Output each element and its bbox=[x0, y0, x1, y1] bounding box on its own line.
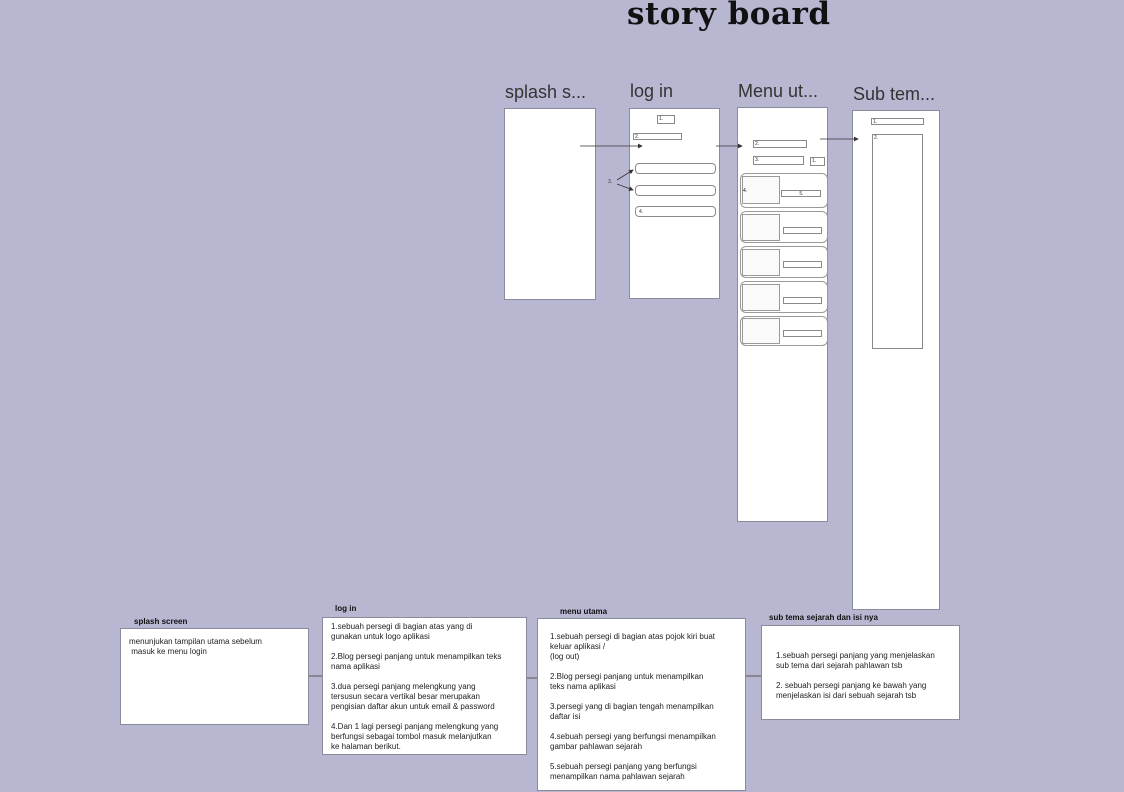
menu-item-1-number: 1. bbox=[812, 158, 817, 164]
subtema-frame[interactable]: 1. 2. bbox=[852, 110, 940, 610]
hero-name-box bbox=[783, 261, 822, 268]
menu-appname-box: 2. bbox=[753, 140, 807, 148]
hero-card: 4. 5. bbox=[740, 173, 828, 208]
hero-image-box bbox=[742, 284, 780, 311]
subtema-content-box: 2. bbox=[872, 134, 923, 349]
note-login-item: 2.Blog persegi panjang untuk menampilkan… bbox=[331, 652, 502, 671]
frame-label-subtema: Sub tem... bbox=[853, 84, 936, 104]
note-menu-item: 3.persegi yang di bagian tengah menampil… bbox=[550, 702, 714, 721]
note-title-subtema: sub tema sejarah dan isi nya bbox=[769, 613, 878, 622]
note-title-splash: splash screen bbox=[134, 617, 188, 626]
pointer-email-field bbox=[616, 169, 634, 181]
note-login-item: 3.dua persegi panjang melengkung yang te… bbox=[331, 682, 495, 711]
frame-label-login: log in bbox=[630, 81, 674, 101]
note-login-item: 1.sebuah persegi di bagian atas yang di … bbox=[331, 622, 473, 641]
note-subtema: 1.sebuah persegi panjang yang menjelaska… bbox=[761, 625, 960, 720]
pointer-password-field bbox=[616, 183, 634, 191]
hero-name-box bbox=[783, 227, 822, 234]
hero-image-box: 4. bbox=[742, 176, 780, 204]
menu-logout-box: 1. bbox=[810, 157, 825, 166]
hero-image-box bbox=[742, 214, 780, 241]
subtema-item-2-number: 2. bbox=[874, 135, 879, 141]
hero-image-box bbox=[742, 318, 780, 344]
note-splash-text: menunjukan tampilan utama sebelum masuk … bbox=[129, 637, 262, 656]
menu-item-2-number: 2. bbox=[755, 141, 760, 147]
subtema-title-box: 1. bbox=[871, 118, 924, 125]
note-splash: menunjukan tampilan utama sebelum masuk … bbox=[120, 628, 309, 725]
menu-item-3-number: 3. bbox=[755, 157, 760, 163]
note-menu-item: 1.sebuah persegi di bagian atas pojok ki… bbox=[550, 632, 715, 661]
hero-name-box bbox=[783, 297, 822, 304]
note-menu-item: 5.sebuah persegi panjang yang berfungsi … bbox=[550, 762, 697, 781]
login-email-field bbox=[635, 163, 716, 174]
hero-card bbox=[740, 281, 828, 313]
storyboard-title: story board bbox=[627, 0, 831, 32]
frame-label-menu: Menu ut... bbox=[738, 81, 819, 101]
note-menu-item: 2.Blog persegi panjang untuk menampilkan… bbox=[550, 672, 704, 691]
login-appname-box: 2. bbox=[633, 133, 682, 140]
login-item-1-number: 1. bbox=[659, 116, 664, 122]
frame-label-splash: splash s... bbox=[505, 82, 587, 102]
login-submit-button: 4. bbox=[635, 206, 716, 217]
note-login: 1.sebuah persegi di bagian atas yang di … bbox=[322, 617, 527, 755]
note-title-menu: menu utama bbox=[560, 607, 608, 616]
splash-frame[interactable] bbox=[504, 108, 596, 300]
note-subtema-item: 1.sebuah persegi panjang yang menjelaska… bbox=[776, 651, 935, 670]
menu-item-5-number: 5. bbox=[799, 191, 804, 197]
login-frame[interactable]: 1. 2. 4. bbox=[629, 108, 720, 299]
hero-card bbox=[740, 316, 828, 346]
hero-card bbox=[740, 211, 828, 243]
menu-item-4-number: 4. bbox=[743, 188, 748, 194]
login-logo-box: 1. bbox=[657, 115, 675, 124]
login-password-field bbox=[635, 185, 716, 196]
hero-name-box bbox=[783, 330, 822, 337]
note-menu-item: 4.sebuah persegi yang berfungsi menampil… bbox=[550, 732, 716, 751]
note-title-login: log in bbox=[335, 604, 357, 613]
subtema-item-1-number: 1. bbox=[873, 119, 878, 125]
login-item-3-number: 3. bbox=[608, 179, 613, 185]
hero-name-box: 5. bbox=[781, 190, 821, 197]
hero-image-box bbox=[742, 249, 780, 276]
login-item-2-number: 2. bbox=[635, 134, 640, 140]
note-subtema-item: 2. sebuah persegi panjang ke bawah yang … bbox=[776, 681, 927, 700]
note-login-item: 4.Dan 1 lagi persegi panjang melengkung … bbox=[331, 722, 499, 751]
hero-card bbox=[740, 246, 828, 278]
menu-frame[interactable]: 2. 3. 1. 4. 5. bbox=[737, 107, 828, 522]
login-item-4-number: 4. bbox=[639, 209, 644, 215]
menu-list-box: 3. bbox=[753, 156, 804, 165]
note-menu: 1.sebuah persegi di bagian atas pojok ki… bbox=[537, 618, 746, 791]
